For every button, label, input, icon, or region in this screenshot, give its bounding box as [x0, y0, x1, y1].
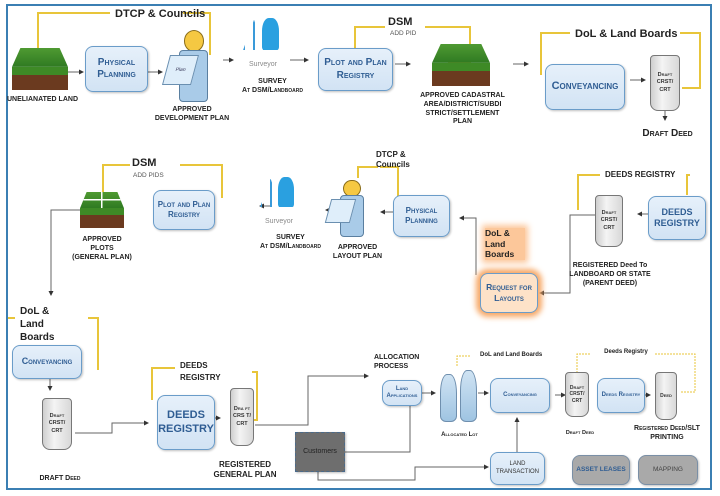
approved-plots-label: APPROVED PLOTS (GENERAL PLAN): [72, 236, 132, 261]
physical-planning-box[interactable]: Physical Planning: [85, 46, 148, 92]
draft-deed-scroll-icon-small: Draft CRST/ CRT: [565, 372, 589, 417]
dsm-add-pids: ADD PIDS: [133, 172, 164, 179]
group-label-deeds-registry-3: DEEDS REGISTRY: [180, 361, 221, 382]
handshake-icon: [440, 370, 477, 422]
general-plan-scroll-icon: Dra ft CRS T/ CRT: [230, 388, 254, 446]
dol-land-boards-label: DoL & Land Boards: [485, 228, 525, 260]
group-label-deeds-registry-small: Deeds Registry: [604, 349, 648, 355]
registered-general-plan-label: REGISTERED GENERAL PLAN: [213, 460, 277, 479]
unalienated-land-label: UNELIANATED LAND: [6, 96, 79, 103]
conveyancing-box-small[interactable]: Conveyancing: [490, 378, 550, 413]
group-label-dtcp-councils-2: DTCP & Councils: [376, 150, 410, 170]
draft-deed-scroll-icon: Draft CRST/ CRT: [650, 55, 680, 111]
deed-scroll-icon: Deed: [655, 372, 677, 420]
group-label-dol-land-boards-3: DoL & Land Boards: [20, 306, 55, 343]
group-label-dtcp-councils: DTCP & Councils: [115, 8, 206, 20]
registered-deed-label: REGISTERED Deed To LANDBOARD OR STATE (P…: [569, 262, 651, 287]
request-for-layouts-box[interactable]: Request for Layouts: [480, 273, 538, 313]
allocation-process-label: ALLOCATION PROCESS: [374, 354, 420, 370]
draft-deed-scroll-icon-3: Draft CRST/ CRT: [42, 398, 72, 450]
group-label-dol-land-boards: DoL & Land Boards: [575, 28, 678, 40]
approved-cadastral-land-icon: [432, 44, 490, 86]
surveyor-icon: Surveyor: [243, 16, 283, 68]
plot-plan-registry-box[interactable]: Plot and Plan Registry: [318, 48, 393, 91]
plot-plan-registry-box-2[interactable]: Plot and Plan Registry: [153, 190, 215, 230]
physical-planning-box-2[interactable]: Physical Planning: [393, 195, 450, 237]
group-label-dol-land-boards-small: DoL and Land Boards: [480, 352, 543, 358]
approved-layout-plan-label: APPROVED LAYOUT PLAN: [332, 244, 383, 260]
group-label-dsm: DSM: [388, 16, 413, 28]
registered-deed-scroll-icon: Draft CRST/ CRT: [595, 195, 623, 247]
unalienated-land-icon: [12, 48, 68, 90]
deeds-registry-box[interactable]: DEEDS REGISTRY: [648, 196, 706, 240]
conveyancing-box[interactable]: Conveyancing: [545, 64, 625, 110]
draft-deed-label: Draft Deed: [642, 128, 693, 139]
group-label-dsm-2: DSM: [132, 157, 157, 169]
draft-deed-label-3: DRAFT Deed: [39, 475, 81, 482]
allocated-lot-label: Allocated Lot: [441, 432, 478, 438]
planner-person-icon: Plan: [161, 30, 215, 102]
diagram-frame: [6, 4, 712, 490]
land-transaction-box[interactable]: LAND TRANSACTION: [490, 452, 545, 485]
conveyancing-box-3[interactable]: Conveyancing: [12, 345, 82, 379]
group-label-deeds-registry: DEEDS REGISTRY: [605, 170, 676, 179]
land-applications-box[interactable]: Land Applications: [382, 380, 422, 406]
dotted-brackets: [456, 353, 696, 393]
asset-leases-box[interactable]: ASSET LEASES: [572, 455, 630, 485]
approved-cadastral-label: APPROVED CADASTRAL AREA/DISTRICT/SUBDI S…: [420, 92, 505, 126]
deeds-registry-box-3[interactable]: DEEDS REGISTRY: [157, 395, 215, 450]
surveyor-icon-2: Surveyor: [260, 175, 298, 225]
layout-planner-person-icon: [324, 180, 370, 237]
dsm-add-pid: ADD PID: [390, 30, 417, 37]
draft-deed-label-small: Draft Deed: [565, 430, 595, 436]
customers-box[interactable]: Customers: [295, 432, 345, 472]
approved-development-plan-label: APPROVED DEVELOPMENT PLAN: [154, 106, 230, 122]
approved-plots-land-icon: [80, 192, 124, 228]
deeds-registry-box-small[interactable]: Deeds Registry: [597, 378, 645, 413]
mapping-box[interactable]: MAPPING: [638, 455, 698, 485]
